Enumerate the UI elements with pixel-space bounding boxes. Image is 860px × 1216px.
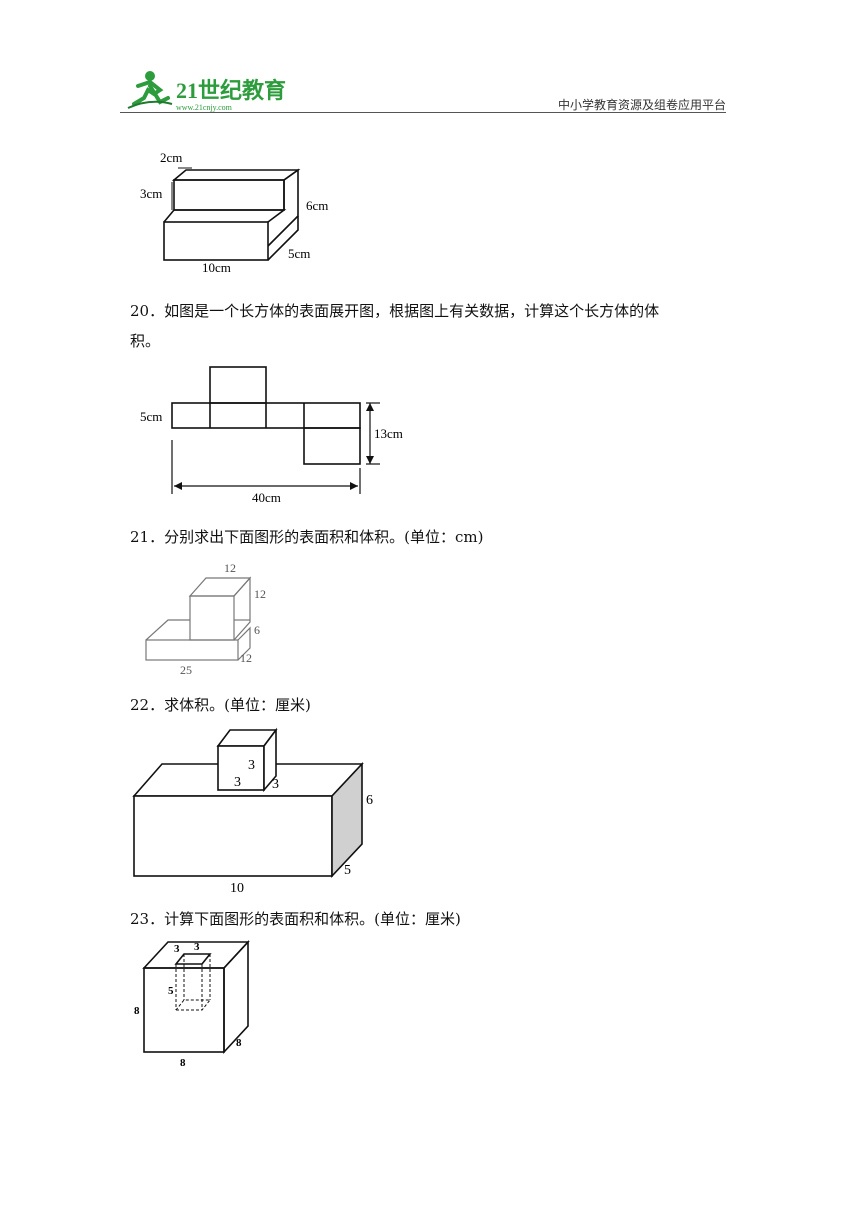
question-21: 21．分别求出下面图形的表面积和体积。(单位：cm)	[130, 522, 730, 552]
figure-21-composite-solid: 12 12 6 25 12	[145, 561, 266, 677]
fig20-label-5cm: 5cm	[140, 409, 162, 424]
fig21-label-tower-height: 12	[254, 587, 266, 601]
site-name: 中小学教育资源及组卷应用平台	[557, 98, 726, 112]
question-text: 分别求出下面图形的表面积和体积。(单位：cm)	[164, 528, 484, 546]
fig22-box-length: 10	[230, 881, 244, 896]
fig19-label-depth: 2cm	[160, 150, 182, 165]
fig22-cube-width: 3	[234, 775, 241, 790]
question-text: 如图是一个长方体的表面展开图，根据图上有关数据，计算这个长方体的体	[164, 302, 660, 320]
question-number: 21．	[130, 528, 165, 546]
fig21-label-length: 25	[180, 663, 192, 677]
figure-22-box-with-cube: 3 3 3 6 10 5	[132, 727, 373, 896]
figure-23-cube-with-hole: 3 3 5 8 8 8	[134, 939, 250, 1069]
question-number: 23．	[130, 910, 165, 928]
fig21-label-base-height: 6	[254, 623, 260, 637]
fig23-cube-length: 8	[180, 1057, 186, 1069]
question-23: 23．计算下面图形的表面积和体积。(单位：厘米)	[130, 904, 730, 934]
fig23-cube-depth: 8	[236, 1037, 242, 1049]
figure-19-stepped-solid: 2cm 3cm 6cm 5cm 10cm	[140, 150, 328, 275]
fig22-box-depth: 5	[344, 863, 351, 878]
question-text-cont: 积。	[130, 332, 161, 350]
fig22-cube-height: 3	[248, 758, 255, 773]
fig20-label-13cm: 13cm	[374, 426, 403, 441]
fig23-hole-depth: 3	[194, 941, 200, 953]
question-text: 求体积。(单位：厘米)	[164, 696, 311, 714]
fig21-label-depth: 12	[240, 651, 252, 665]
fig20-label-40cm: 40cm	[252, 490, 281, 505]
fig19-label-height: 6cm	[306, 198, 328, 213]
question-20: 20．如图是一个长方体的表面展开图，根据图上有关数据，计算这个长方体的体 积。	[130, 296, 730, 356]
logo-text: 21世纪教育	[176, 78, 286, 103]
fig22-box-height: 6	[366, 793, 373, 808]
question-number: 20．	[130, 302, 165, 320]
question-number: 22．	[130, 696, 165, 714]
fig23-hole-width: 3	[174, 943, 180, 955]
question-text: 计算下面图形的表面积和体积。(单位：厘米)	[164, 910, 461, 928]
logo-url: www.21cnjy.com	[176, 103, 233, 112]
fig19-label-width: 5cm	[288, 246, 310, 261]
logo: 21世纪教育 www.21cnjy.com	[127, 71, 286, 112]
fig23-cube-height: 8	[134, 1005, 140, 1017]
fig22-cube-depth: 3	[272, 777, 279, 792]
figure-20-net: 5cm 13cm 40cm	[140, 366, 403, 505]
fig21-label-top: 12	[224, 561, 236, 575]
question-22: 22．求体积。(单位：厘米)	[130, 690, 730, 720]
runner-icon	[127, 71, 173, 109]
fig23-hole-height: 5	[168, 985, 174, 997]
header-divider	[120, 112, 726, 113]
page-header: 21世纪教育 www.21cnjy.com 中小学教育资源及组卷应用平台	[120, 64, 726, 116]
fig19-label-step-height: 3cm	[140, 186, 162, 201]
fig19-label-length: 10cm	[202, 260, 231, 275]
